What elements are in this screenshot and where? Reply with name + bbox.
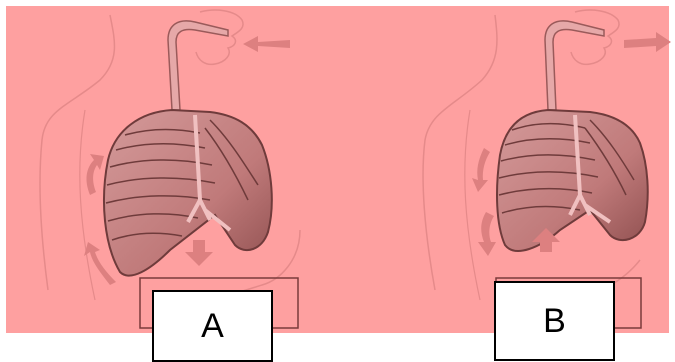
panel-label-b: B [494, 281, 615, 361]
panel-label-a: A [152, 290, 273, 362]
